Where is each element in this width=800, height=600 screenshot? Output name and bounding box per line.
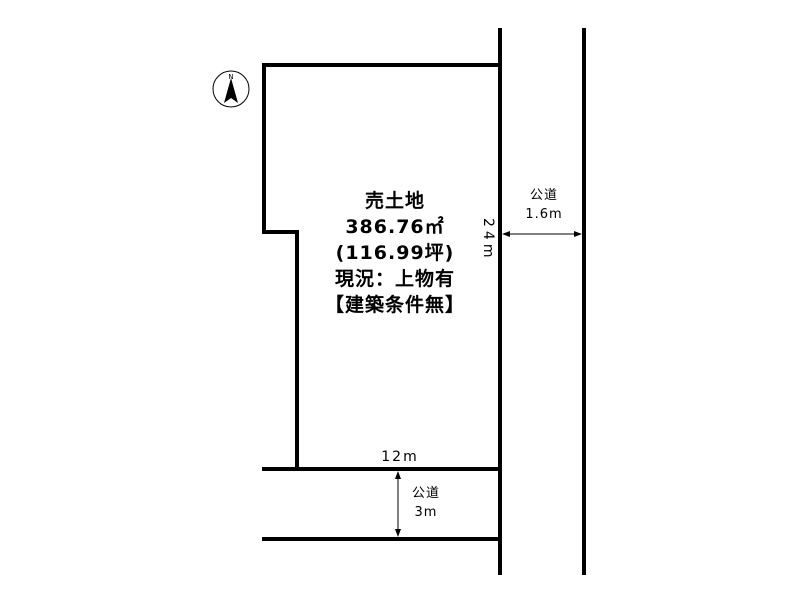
parcel-area-m2: 386.76㎡ [345,216,445,238]
parcel-title: 売土地 [364,190,425,212]
south-road-outer-edge [262,537,502,575]
compass-north-label: N [228,73,233,81]
east-road-width-arrow [502,231,582,237]
east-road-type: 公道 [529,188,558,203]
east-road-width: 1.6m [525,207,563,222]
south-road-type: 公道 [411,486,440,501]
parcel-info: 売土地 386.76㎡ (116.99坪) 現況：上物有 【建築条件無】 [300,188,490,318]
parcel-building-condition: 【建築条件無】 [324,294,465,316]
parcel-status: 現況：上物有 [334,268,455,290]
frontage-dimension: 12m [381,449,419,465]
south-road-label: 公道 3m [398,484,454,522]
depth-dimension: 24m [480,218,496,262]
south-road-width: 3m [414,505,438,520]
east-road-label: 公道 1.6m [514,186,574,224]
north-compass-icon: N [212,70,250,108]
south-road-width-arrow [395,471,401,537]
parcel-area-tsubo: (116.99坪) [335,242,455,264]
